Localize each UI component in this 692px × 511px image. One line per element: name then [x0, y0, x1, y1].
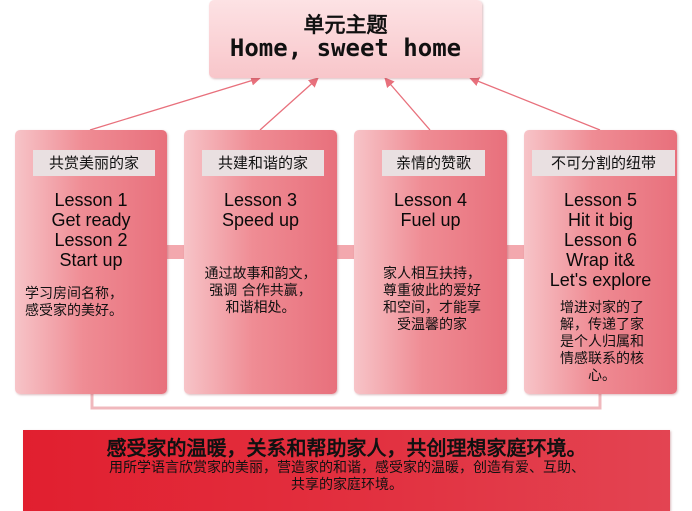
description-line: 心。: [588, 368, 616, 384]
column-2-lessons: Lesson 3 Speed up: [184, 190, 337, 230]
summary-box: 感受家的温暖，关系和帮助家人，共创理想家庭环境。 用所学语言欣赏家的美丽，营造家…: [23, 430, 670, 511]
column-2-description: 通过故事和韵文， 强调 合作共赢， 和谐相处。: [184, 266, 337, 317]
bracket-to-summary: [90, 394, 602, 410]
lesson-line: Lesson 4: [393, 190, 468, 210]
column-1-lessons: Lesson 1 Get ready Lesson 2 Start up: [15, 190, 167, 270]
summary-sub: 用所学语言欣赏家的美丽，营造家的和谐，感受家的温暖，创造有爱、互助、 共享的家庭…: [17, 460, 677, 494]
column-1: 共赏美丽的家 Lesson 1 Get ready Lesson 2 Start…: [15, 130, 167, 394]
description-line: 通过故事和韵文，: [204, 266, 317, 282]
column-3-description: 家人相互扶持， 尊重彼此的爱好 和空间，才能享 受温馨的家: [362, 266, 502, 334]
topic-title: Home, sweet home: [229, 34, 462, 62]
band-2-3: [337, 245, 354, 259]
description-line: 受温馨的家: [397, 317, 467, 333]
lesson-line: Speed up: [221, 210, 300, 230]
arrow-col2-to-topic: [259, 77, 319, 131]
description-line: 情感联系的核: [560, 351, 644, 367]
lesson-line: Lesson 6: [563, 230, 638, 250]
column-2-heading: 共建和谐的家: [202, 150, 324, 176]
column-4-description: 增进对家的了 解，传递了家 是个人归属和 情感联系的核 心。: [532, 300, 672, 385]
description-line: 感受家的美好。: [25, 303, 123, 319]
column-4: 不可分割的纽带 Lesson 5 Hit it big Lesson 6 Wra…: [524, 130, 677, 394]
lesson-line: Hit it big: [567, 210, 634, 230]
lesson-line: Fuel up: [400, 210, 461, 230]
description-line: 解，传递了家: [560, 317, 644, 333]
description-line: 增进对家的了: [560, 300, 644, 316]
column-4-lessons: Lesson 5 Hit it big Lesson 6 Wrap it& Le…: [524, 190, 677, 290]
band-1-2: [167, 245, 184, 259]
lesson-line: Let's explore: [549, 270, 652, 290]
column-3: 亲情的赞歌 Lesson 4 Fuel up 家人相互扶持， 尊重彼此的爱好 和…: [354, 130, 507, 394]
summary-line: 用所学语言欣赏家的美丽，营造家的和谐，感受家的温暖，创造有爱、互助、: [109, 460, 585, 476]
column-3-heading: 亲情的赞歌: [382, 150, 485, 176]
description-line: 尊重彼此的爱好: [383, 283, 481, 299]
column-2: 共建和谐的家 Lesson 3 Speed up 通过故事和韵文， 强调 合作共…: [184, 130, 337, 394]
lesson-line: Lesson 5: [563, 190, 638, 210]
lesson-line: Lesson 3: [223, 190, 298, 210]
arrow-col3-to-topic: [384, 77, 431, 131]
description-line: 学习房间名称，: [25, 286, 123, 302]
lesson-line: Get ready: [51, 210, 131, 230]
column-3-lessons: Lesson 4 Fuel up: [354, 190, 507, 230]
description-line: 和空间，才能享: [383, 300, 481, 316]
topic-label: 单元主题: [303, 12, 388, 37]
description-line: 强调 合作共赢，: [209, 283, 312, 299]
column-4-heading: 不可分割的纽带: [532, 150, 675, 176]
column-1-description: 学习房间名称， 感受家的美好。: [25, 286, 165, 320]
arrow-col4-to-topic: [469, 76, 601, 131]
summary-line: 共享的家庭环境。: [291, 477, 403, 493]
lesson-line: Lesson 1: [54, 190, 128, 210]
arrow-col1-to-topic: [89, 75, 261, 131]
unit-topic-box: 单元主题 Home, sweet home: [209, 0, 482, 78]
description-line: 家人相互扶持，: [383, 266, 481, 282]
summary-main: 感受家的温暖，关系和帮助家人，共创理想家庭环境。: [106, 436, 587, 460]
column-1-heading: 共赏美丽的家: [33, 150, 155, 176]
lesson-line: Lesson 2: [54, 230, 128, 250]
lesson-line: Wrap it&: [566, 250, 635, 270]
description-line: 是个人归属和: [560, 334, 644, 350]
band-3-4: [507, 245, 524, 259]
lesson-line: Start up: [59, 250, 123, 270]
description-line: 和谐相处。: [225, 300, 296, 316]
